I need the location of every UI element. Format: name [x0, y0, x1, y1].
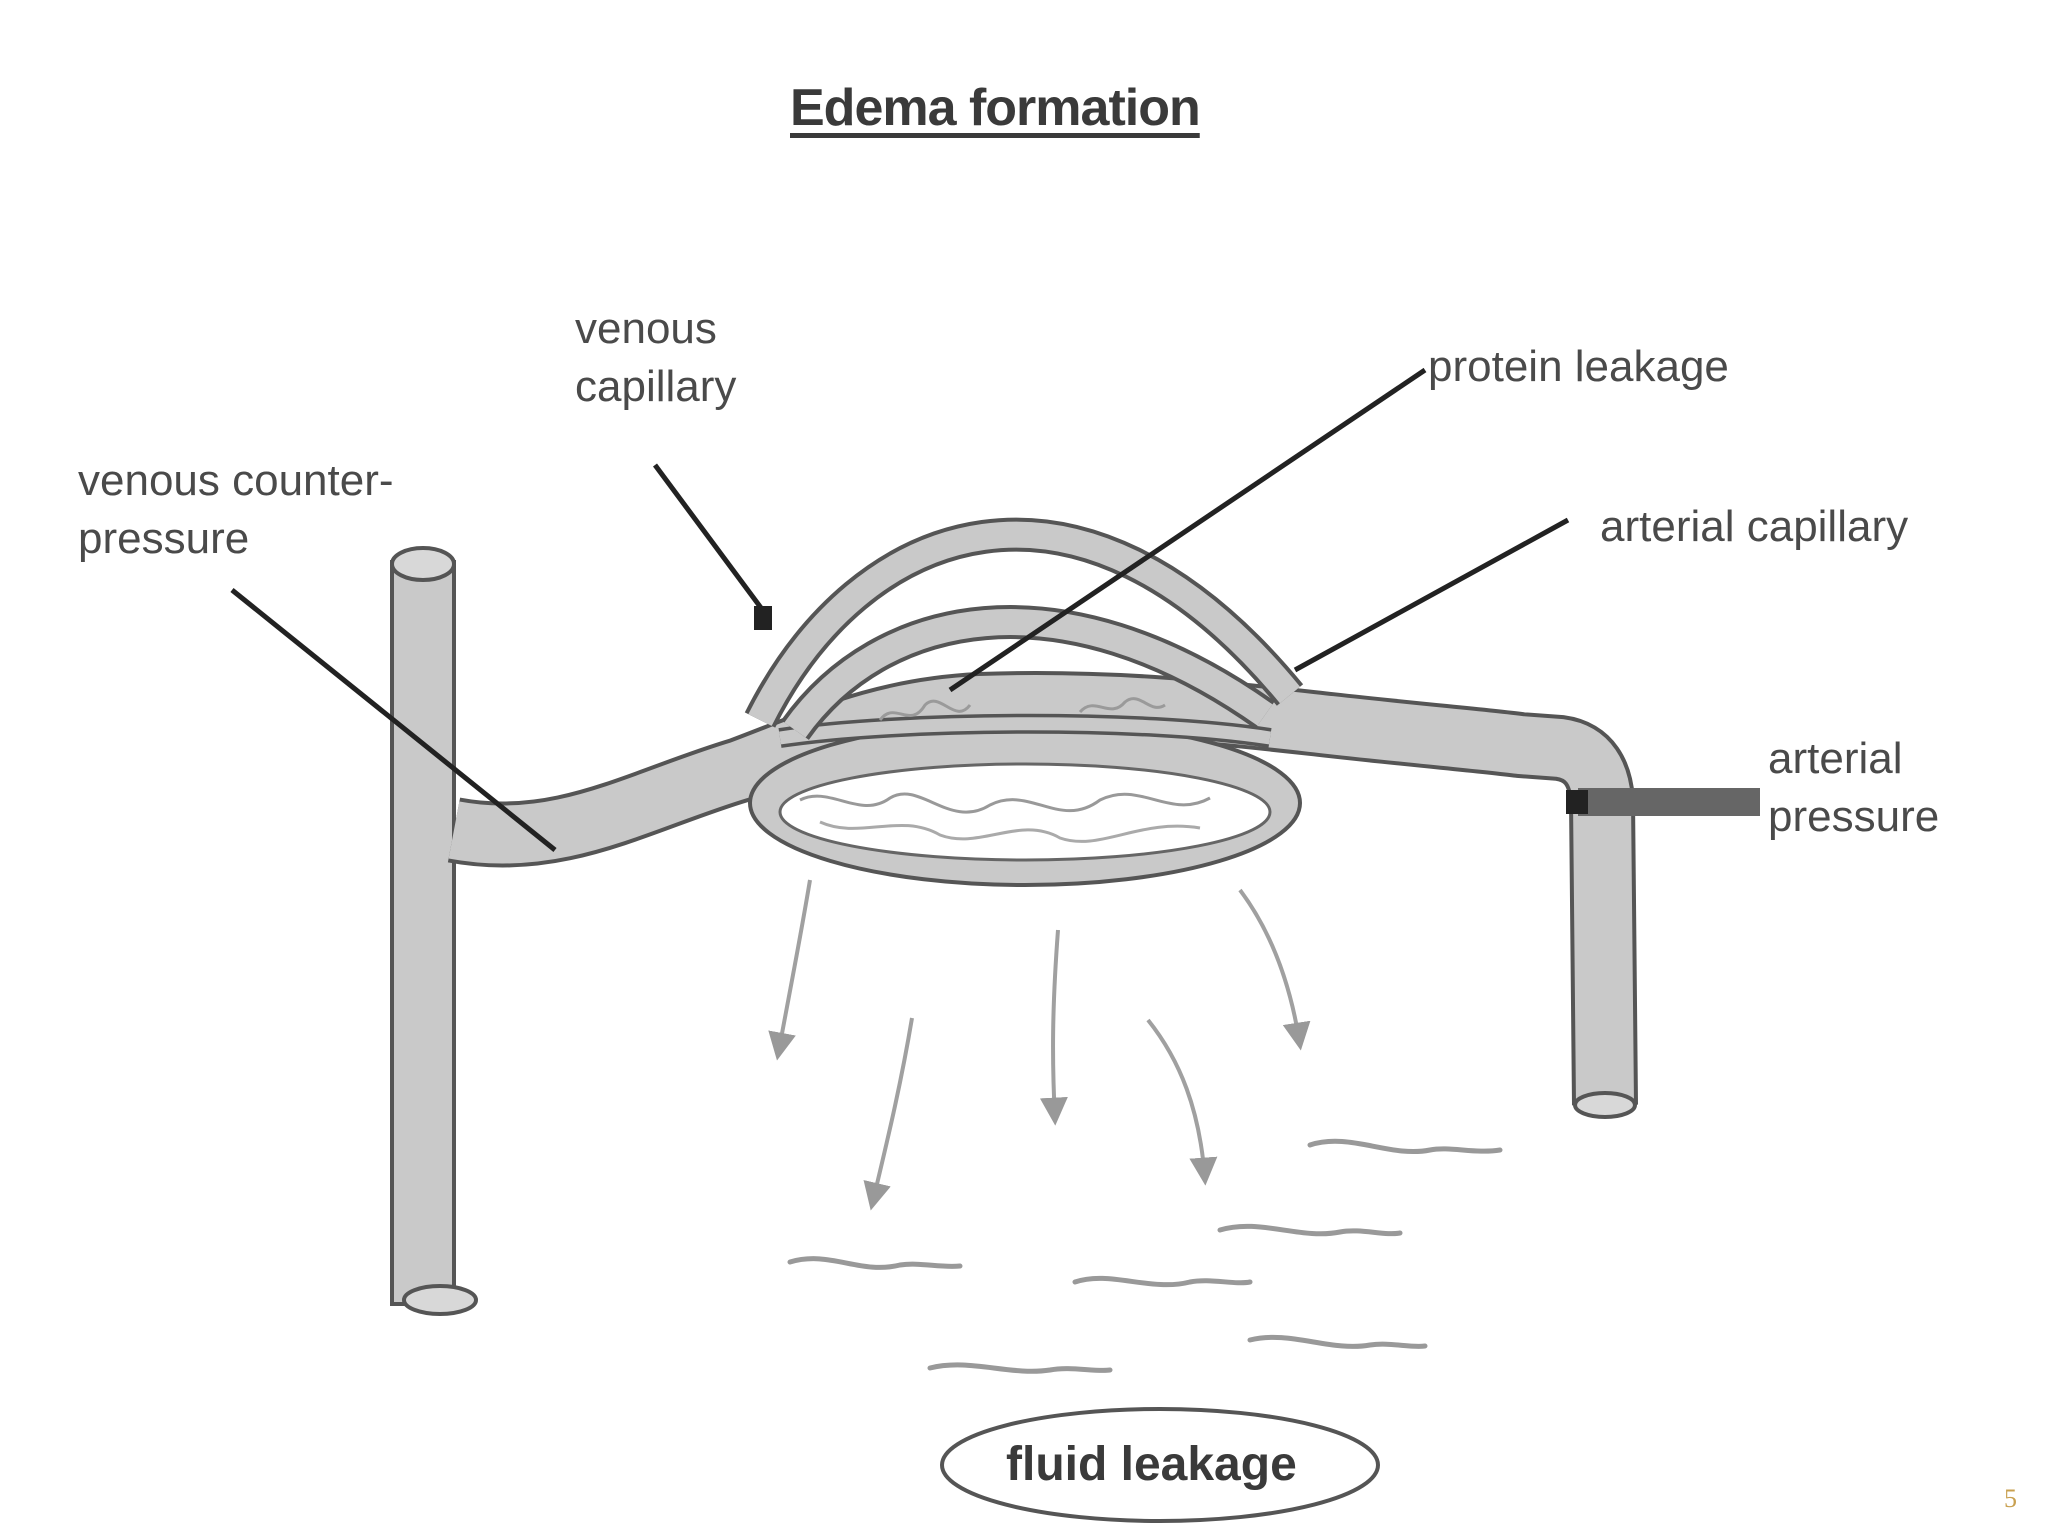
- pointer-protein-leakage: [948, 367, 1427, 693]
- arterial-capillary-arch: [781, 605, 1275, 740]
- fluid-puddles: [787, 1138, 1503, 1374]
- pointer-venous-capillary: [652, 463, 773, 622]
- label-arterial-capillary: arterial capillary: [1600, 502, 1909, 551]
- pointer-lines: [230, 367, 1760, 852]
- vein-trunk: [390, 546, 478, 1316]
- fluid-arrows: [768, 879, 1311, 1211]
- label-venous-counter-pressure: venous counter- pressure: [78, 456, 394, 563]
- pointer-arterial-capillary: [1293, 517, 1570, 673]
- venous-capillary-arch: [744, 517, 1304, 728]
- pointer-venous-counter-pressure: [230, 588, 557, 852]
- protein-squiggles: [878, 697, 1166, 721]
- label-venous-capillary: venous capillary: [575, 304, 737, 411]
- capillary-bed: [748, 713, 1302, 887]
- label-protein-leakage: protein leakage: [1428, 342, 1729, 391]
- page-number: 5: [2004, 1484, 2017, 1513]
- main-vessel: [447, 671, 1638, 1119]
- fluid-leakage-oval: [940, 1407, 1380, 1523]
- label-fluid-leakage: fluid leakage: [1006, 1438, 1297, 1491]
- label-arterial-pressure: arterial pressure: [1768, 734, 1940, 841]
- page-title: Edema formation: [790, 79, 1201, 137]
